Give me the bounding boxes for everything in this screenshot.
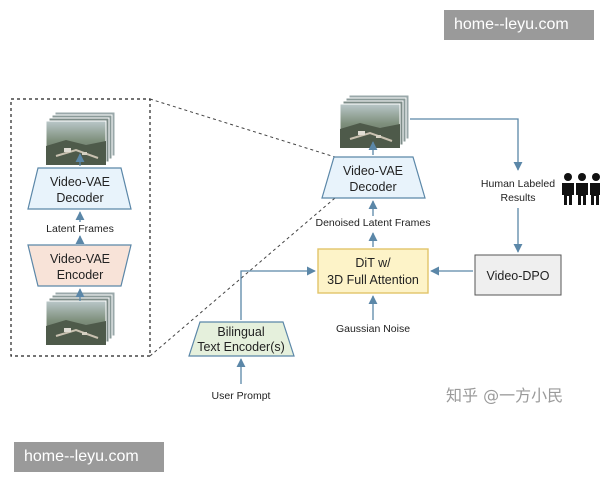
- left-encoder-line2: Encoder: [57, 268, 104, 282]
- dit-line1: DiT w/: [355, 256, 391, 270]
- main-decoder-line2: Decoder: [349, 180, 396, 194]
- text-encoder-shape: [188, 321, 295, 357]
- people-icon: [562, 173, 600, 205]
- denoised-latent-frames-label: Denoised Latent Frames: [316, 217, 431, 229]
- video-frames-icon: [339, 94, 410, 149]
- arrow-output-to-human: [410, 118, 523, 171]
- video-dpo-label: Video-DPO: [487, 269, 550, 283]
- gaussian-noise-label: Gaussian Noise: [336, 323, 410, 335]
- arrow-text-encoder-to-dit: [240, 266, 316, 320]
- text-encoder-line1: Bilingual: [217, 325, 264, 339]
- main-decoder-line1: Video-VAE: [343, 164, 403, 178]
- left-encoder-line1: Video-VAE: [50, 252, 110, 266]
- latent-frames-label: Latent Frames: [46, 223, 114, 235]
- watermark-bottom: home--leyu.com: [14, 442, 164, 472]
- zoom-guide-top: [149, 98, 336, 158]
- watermark-top: home--leyu.com: [444, 10, 594, 40]
- zhihu-watermark: 知乎 @一方小民: [446, 386, 564, 405]
- left-encoder-shape: [27, 244, 132, 287]
- left-decoder-line2: Decoder: [56, 191, 103, 205]
- video-dpo-block: [474, 254, 562, 296]
- zoom-guide-bottom: [149, 197, 336, 357]
- text-encoder-line2: Text Encoder(s): [197, 340, 285, 354]
- user-prompt-label: User Prompt: [212, 390, 271, 402]
- left-decoder-shape: [27, 167, 132, 210]
- dit-block: [317, 248, 429, 294]
- human-labeled-line1: Human Labeled: [481, 178, 555, 190]
- main-decoder-shape: [321, 156, 426, 199]
- dit-line2: 3D Full Attention: [327, 273, 419, 287]
- human-labeled-line2: Results: [500, 192, 535, 204]
- left-decoder-line1: Video-VAE: [50, 175, 110, 189]
